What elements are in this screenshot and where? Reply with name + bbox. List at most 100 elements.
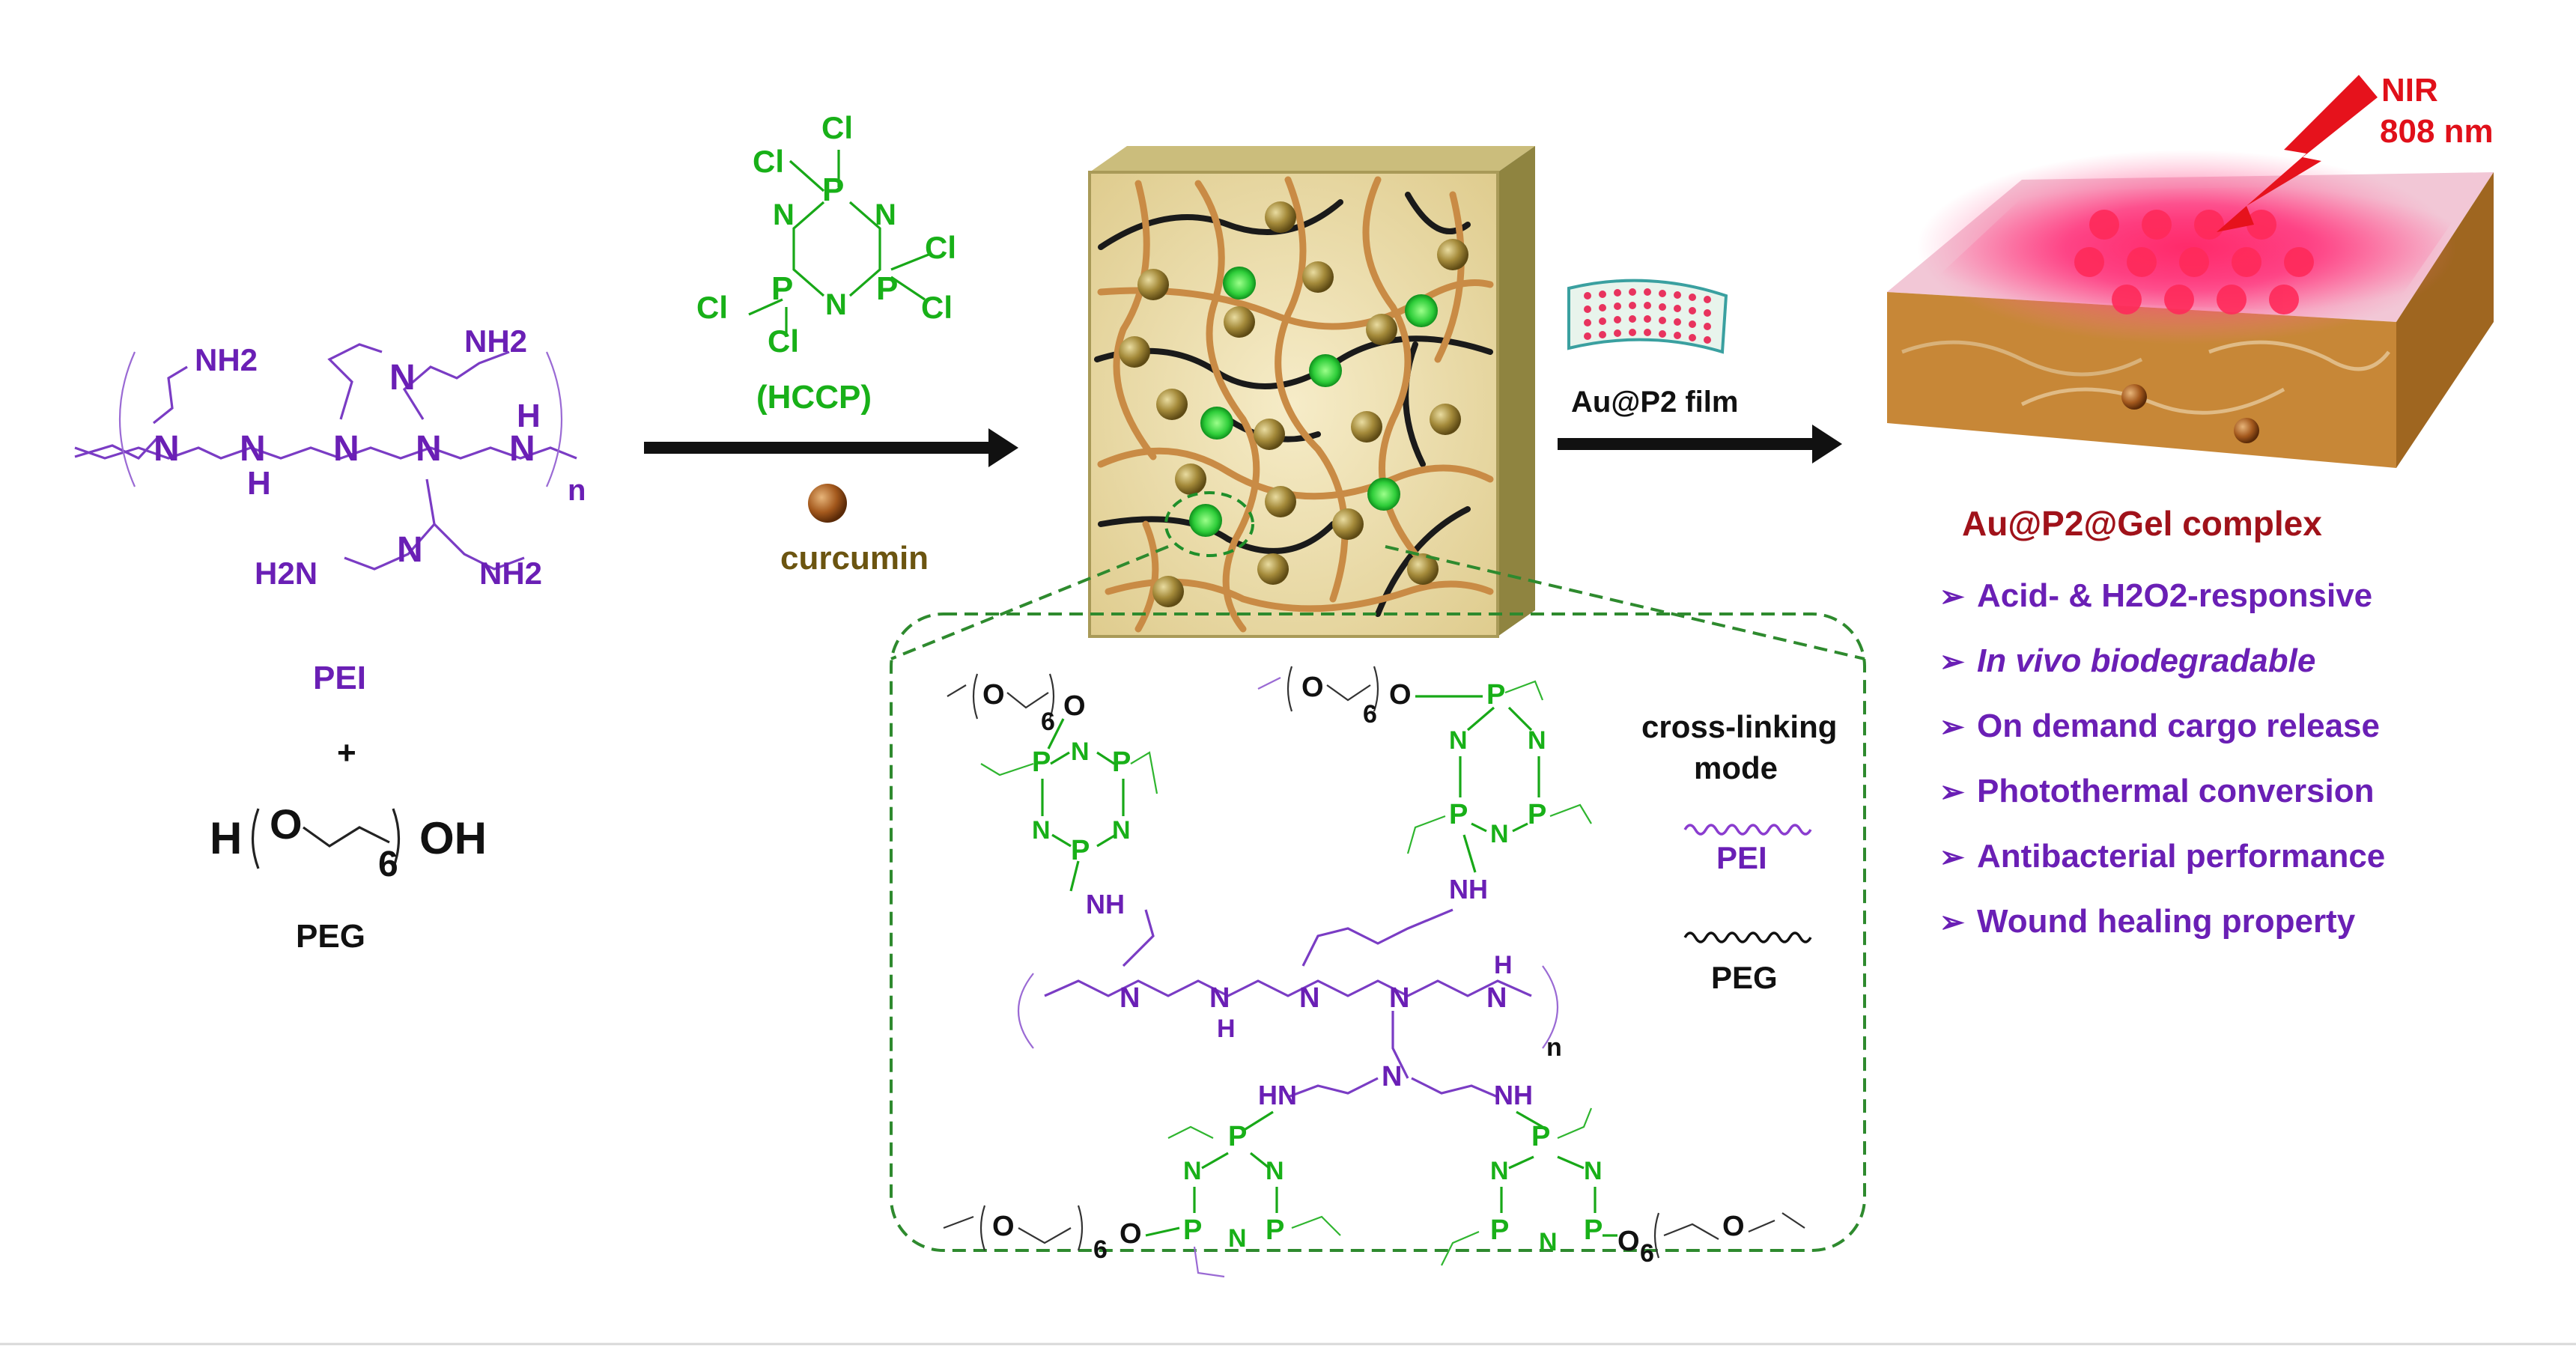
svg-text:N: N: [1032, 816, 1051, 845]
film-label: Au@P2 film: [1571, 386, 1738, 419]
svg-text:H: H: [517, 398, 541, 434]
crosslink-title-line1: cross-linking: [1641, 709, 1837, 744]
svg-text:NH: NH: [1449, 874, 1488, 905]
hccp-cl-5: Cl: [696, 290, 728, 325]
svg-text:O: O: [1120, 1218, 1142, 1250]
pei-wavy-legend-icon: [1683, 824, 1812, 836]
reaction-arrow-1: [644, 428, 1018, 467]
curcumin-particle-icon: [808, 484, 847, 523]
svg-text:O: O: [992, 1211, 1015, 1242]
svg-text:P: P: [1228, 1121, 1247, 1152]
svg-text:N: N: [1120, 982, 1140, 1014]
svg-text:H: H: [247, 465, 271, 502]
hccp-p-1: P: [822, 171, 844, 208]
peg-structure: H O 6 OH PEG: [210, 800, 487, 955]
hccp-n-2: N: [875, 198, 896, 231]
hccp-label: (HCCP): [756, 379, 872, 416]
au-p2-film-icon: [1567, 279, 1728, 354]
svg-text:n: n: [1546, 1033, 1562, 1062]
pei-structure: N N H N N N H N N NH2 NH2 H2N NH2 n PEI …: [74, 323, 586, 771]
peg-oh: OH: [419, 813, 487, 863]
svg-text:P: P: [1449, 799, 1468, 830]
pei-label: PEI: [313, 660, 366, 696]
svg-text:O: O: [1722, 1211, 1745, 1242]
svg-text:N: N: [1228, 1224, 1247, 1253]
svg-text:N: N: [1382, 1061, 1402, 1092]
svg-text:N: N: [1299, 982, 1319, 1014]
peg-h: H: [210, 813, 242, 863]
pei-h2n-bottom: H2N: [255, 556, 318, 591]
svg-text:N: N: [1584, 1157, 1603, 1185]
peg-wavy-legend-icon: [1683, 931, 1812, 943]
peg-legend-label: PEG: [1711, 960, 1778, 995]
svg-text:N: N: [509, 429, 535, 469]
hccp-cl-3: Cl: [925, 230, 956, 265]
svg-text:N: N: [1071, 738, 1090, 766]
feature-bullet-icon: ➢: [1939, 906, 1965, 939]
hccp-cl-4: Cl: [921, 290, 953, 325]
svg-text:6: 6: [1093, 1235, 1108, 1264]
feature-bullet-icon: ➢: [1939, 580, 1965, 613]
svg-text:P: P: [1486, 679, 1505, 711]
svg-text:O: O: [1301, 672, 1324, 703]
svg-text:NH: NH: [1494, 1080, 1533, 1110]
svg-text:P: P: [1112, 747, 1131, 778]
svg-text:O: O: [1063, 690, 1086, 722]
hccp-structure: Cl Cl P N N P P N Cl Cl Cl Cl (HCCP): [696, 110, 956, 416]
nir-label: NIR: [2381, 72, 2438, 109]
svg-text:6: 6: [1041, 708, 1055, 736]
svg-text:P: P: [1183, 1214, 1202, 1246]
svg-text:N: N: [1486, 982, 1507, 1014]
pei-nh2-top-left: NH2: [195, 342, 258, 377]
peg-label: PEG: [296, 918, 365, 955]
hccp-n-1: N: [773, 198, 795, 231]
svg-text:6: 6: [1640, 1239, 1654, 1268]
svg-text:N: N: [1539, 1228, 1558, 1256]
svg-text:O: O: [1617, 1226, 1640, 1257]
feature-bullet-icon: ➢: [1939, 711, 1965, 744]
plus-sign: +: [337, 735, 356, 771]
nir-lightning-icon: [2217, 75, 2378, 232]
hccp-cl-1: Cl: [821, 110, 853, 145]
feature-item: Photothermal conversion: [1977, 773, 2375, 809]
svg-text:P: P: [1531, 1121, 1550, 1152]
peg-o: O: [270, 800, 303, 848]
svg-text:N: N: [416, 429, 442, 469]
feature-bullet-icon: ➢: [1939, 841, 1965, 874]
svg-text:N: N: [397, 530, 423, 570]
crosslink-title-line2: mode: [1694, 750, 1778, 785]
svg-text:P: P: [1071, 835, 1090, 866]
svg-text:HN: HN: [1258, 1080, 1297, 1110]
svg-text:O: O: [982, 679, 1005, 711]
feature-item: Acid- & H2O2-responsive: [1977, 577, 2372, 614]
pei-legend-label: PEI: [1716, 840, 1767, 875]
feature-list: ➢ Acid- & H2O2-responsive ➢ In vivo biod…: [1939, 577, 2385, 940]
hccp-p-2: P: [771, 270, 793, 307]
svg-text:P: P: [1584, 1214, 1603, 1246]
svg-text:N: N: [1490, 1157, 1509, 1185]
crosslinking-zoom-panel: O 6 O P P N N N P NH O 6 O P N N P P N N…: [890, 612, 1866, 1278]
svg-text:N: N: [1183, 1157, 1202, 1185]
svg-text:N: N: [1528, 726, 1546, 755]
pei-nh2-top-right: NH2: [464, 323, 527, 359]
svg-text:P: P: [1490, 1214, 1509, 1246]
svg-text:N: N: [1389, 982, 1409, 1014]
hccp-cl-2: Cl: [753, 144, 784, 179]
nir-wavelength-label: 808 nm: [2380, 113, 2494, 150]
svg-text:N: N: [1449, 726, 1468, 755]
svg-text:NH: NH: [1086, 889, 1125, 919]
feature-item: In vivo biodegradable: [1977, 642, 2315, 679]
feature-item: Antibacterial performance: [1977, 838, 2385, 875]
svg-text:N: N: [1112, 816, 1131, 845]
svg-text:O: O: [1389, 679, 1412, 711]
svg-text:N: N: [154, 429, 180, 469]
hccp-p-3: P: [876, 270, 898, 307]
svg-text:6: 6: [1363, 700, 1377, 729]
peg-repeat-6: 6: [378, 845, 398, 884]
pei-nh2-bottom: NH2: [479, 556, 542, 591]
hccp-n-3: N: [825, 288, 847, 321]
svg-text:H: H: [1217, 1015, 1236, 1043]
feature-item: Wound healing property: [1977, 903, 2356, 940]
reaction-arrow-2: [1558, 425, 1842, 463]
